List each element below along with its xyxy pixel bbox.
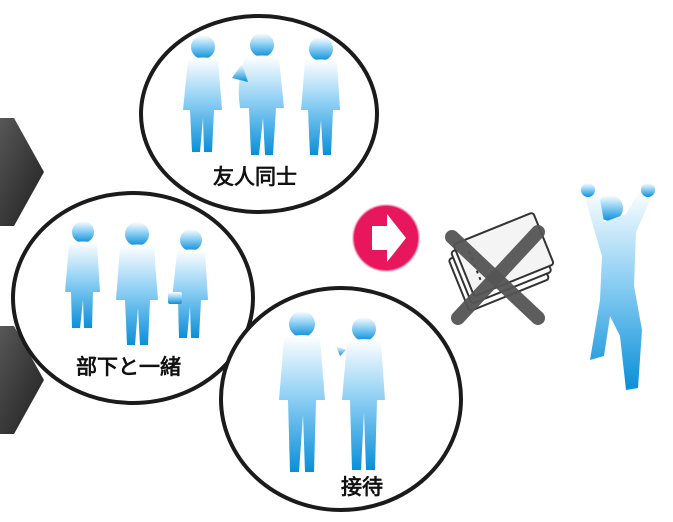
cheering-person-icon — [581, 183, 655, 390]
arrow-right-circle-icon — [352, 204, 420, 272]
person-silhouette-icon — [168, 229, 208, 338]
hospitality-group-label: 接待 — [341, 475, 383, 499]
person-silhouette-icon — [301, 37, 340, 155]
person-silhouette-icon — [336, 317, 385, 470]
cross-line — [451, 225, 545, 325]
tickets-crossed-icon — [445, 212, 555, 325]
friends-group — [139, 14, 379, 214]
group-circle — [219, 286, 463, 512]
friends-group-label: 友人同士 — [213, 165, 297, 189]
subordinates-group-label: 部下と一緒 — [76, 355, 181, 379]
person-silhouette-icon — [232, 33, 284, 155]
person-silhouette-icon — [116, 222, 158, 345]
chevron-right-icon — [0, 110, 52, 234]
person-silhouette-icon — [183, 35, 222, 152]
chevron-right-icon — [0, 318, 52, 442]
subordinates-group — [11, 191, 255, 405]
person-silhouette-icon — [65, 221, 100, 328]
person-silhouette-icon — [279, 311, 325, 472]
hospitality-group — [219, 286, 463, 512]
